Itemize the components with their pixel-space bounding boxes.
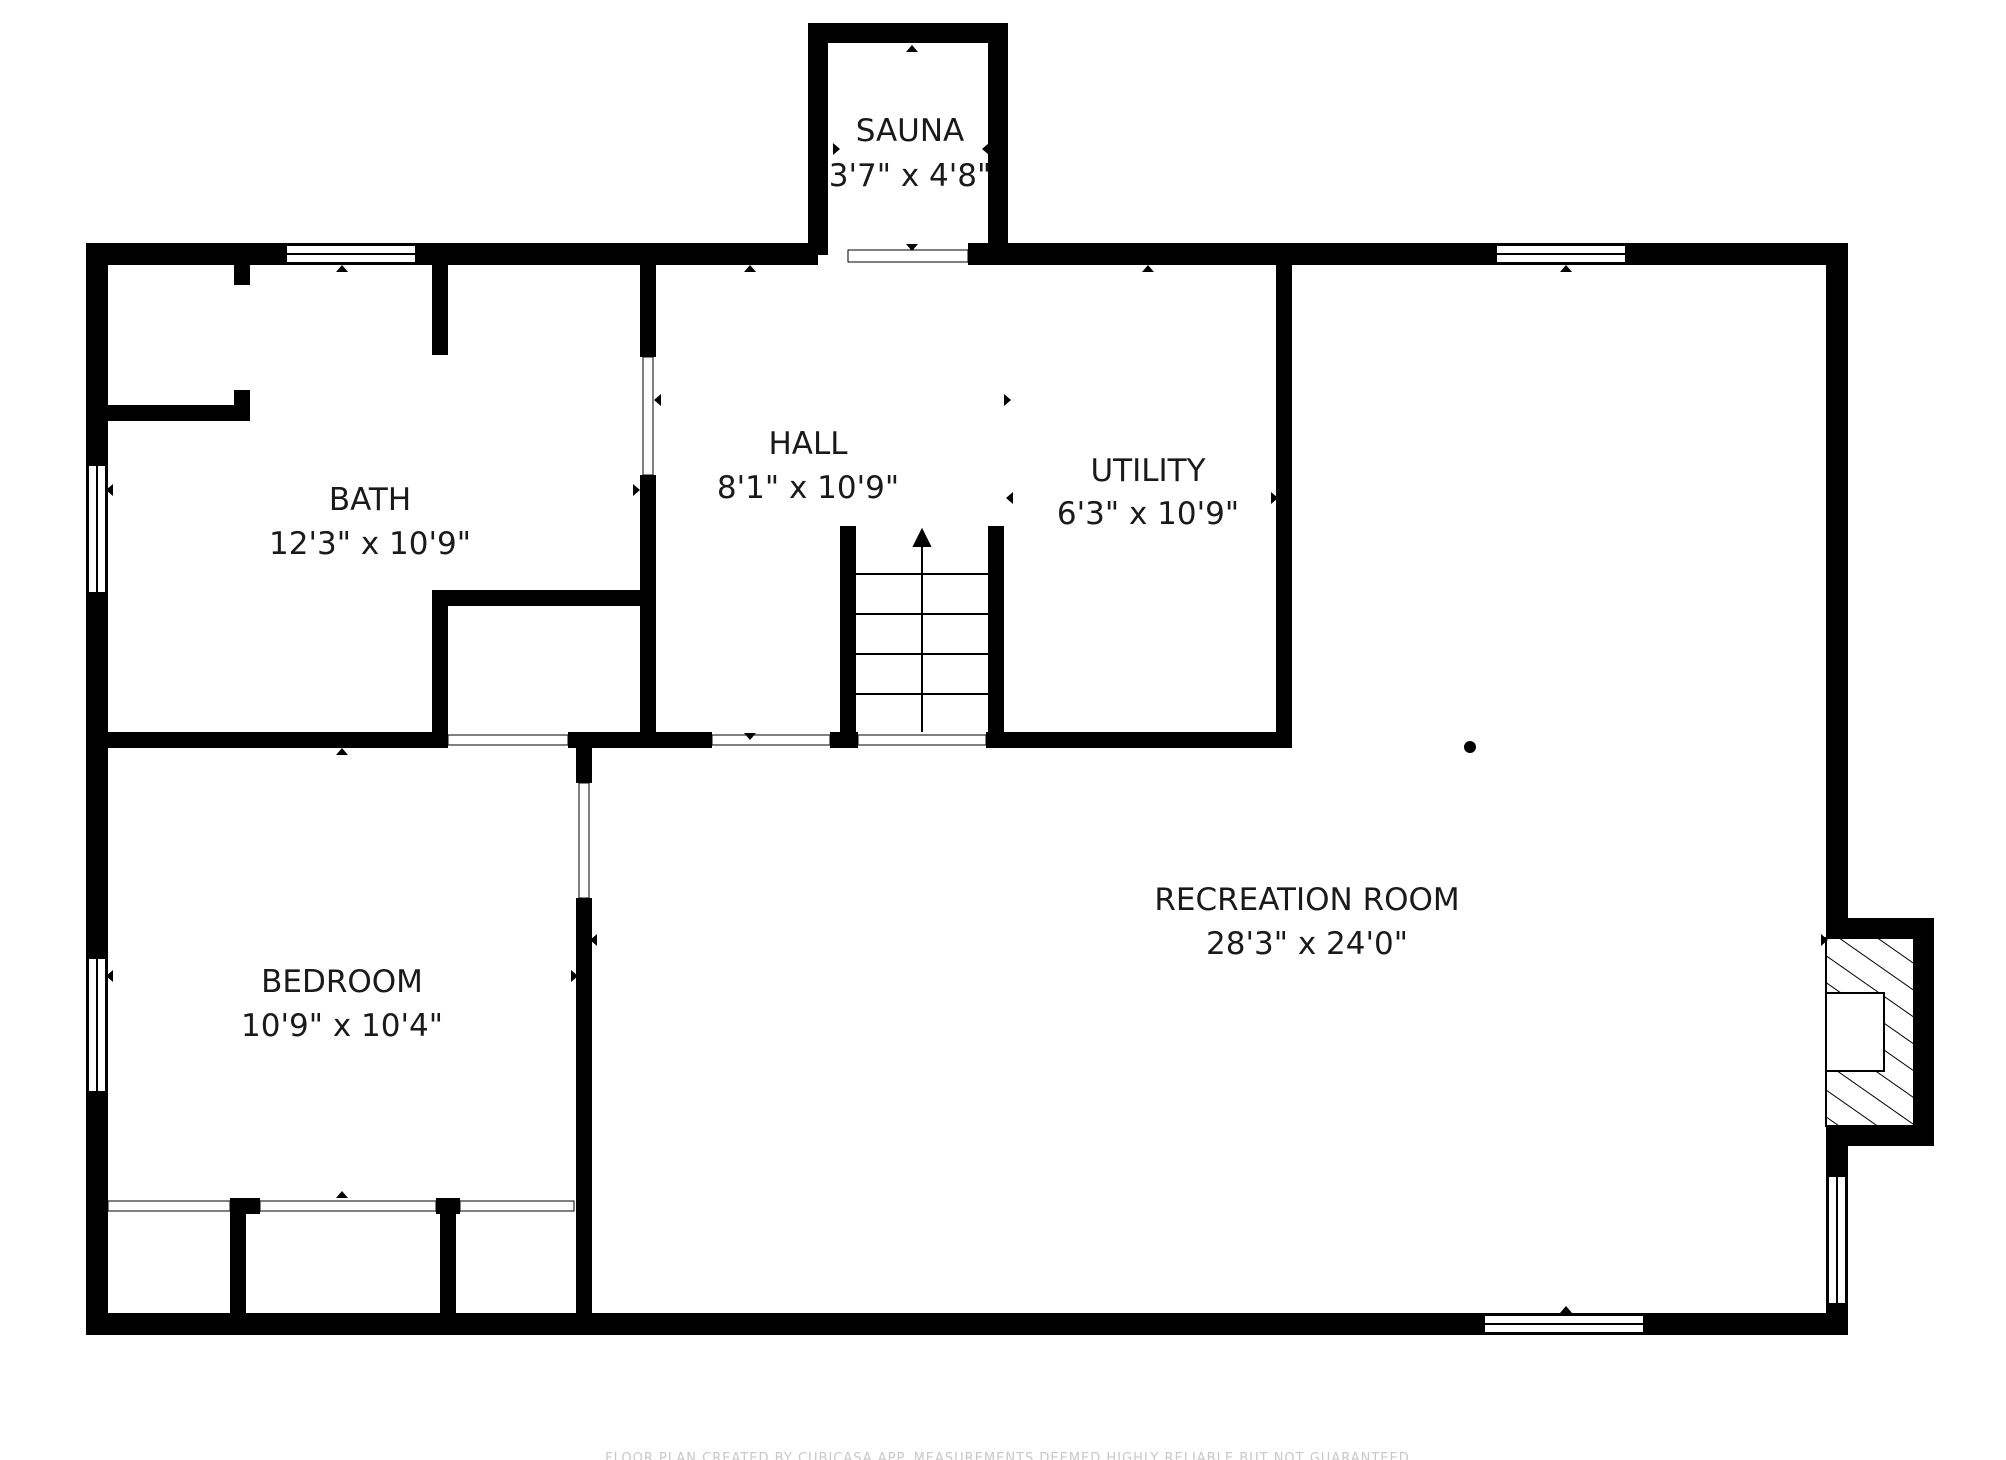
- windows: [87, 244, 1847, 1334]
- sauna-dims: 3'7" x 4'8": [829, 158, 992, 194]
- room-utility: UTILITY 6'3" x 10'9": [1057, 453, 1239, 532]
- fireplace: [1825, 918, 1934, 1146]
- recreation-name: RECREATION ROOM: [1154, 882, 1459, 918]
- outer-walls: [86, 243, 1848, 1335]
- hall-name: HALL: [768, 426, 848, 462]
- sauna-walls: [808, 23, 1008, 255]
- hall-dims: 8'1" x 10'9": [717, 470, 899, 506]
- room-bedroom: BEDROOM 10'9" x 10'4": [241, 964, 443, 1044]
- room-bath: BATH 12'3" x 10'9": [269, 482, 471, 562]
- bedroom-name: BEDROOM: [261, 964, 423, 1000]
- recreation-dims: 28'3" x 24'0": [1206, 926, 1408, 962]
- bedroom-dims: 10'9" x 10'4": [241, 1008, 443, 1044]
- interior-walls: [108, 255, 1292, 1323]
- room-recreation: RECREATION ROOM 28'3" x 24'0": [1154, 882, 1459, 962]
- sauna-name: SAUNA: [856, 113, 965, 149]
- dimension-markers: [106, 45, 1828, 1313]
- door-openings: [107, 249, 987, 1212]
- room-sauna: SAUNA 3'7" x 4'8": [829, 113, 992, 194]
- utility-dims: 6'3" x 10'9": [1057, 496, 1239, 532]
- bath-dims: 12'3" x 10'9": [269, 526, 471, 562]
- post-dot: [1464, 741, 1476, 753]
- bath-name: BATH: [329, 482, 411, 518]
- footer-disclaimer: FLOOR PLAN CREATED BY CUBICASA APP. MEAS…: [605, 1451, 1415, 1460]
- room-hall: HALL 8'1" x 10'9": [717, 426, 899, 506]
- utility-name: UTILITY: [1090, 453, 1205, 489]
- staircase: [856, 527, 988, 732]
